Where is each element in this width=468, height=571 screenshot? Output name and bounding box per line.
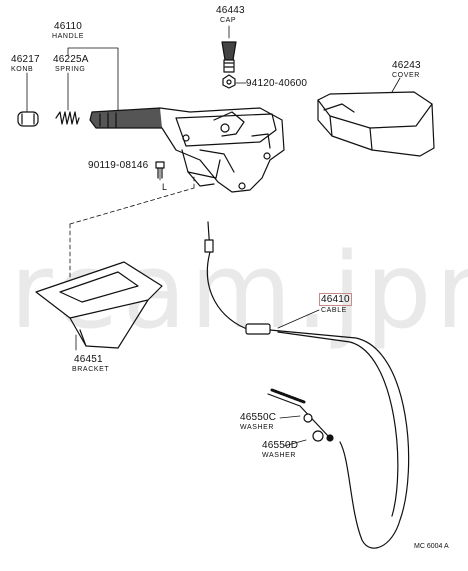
- bolt-drawing: [155, 161, 165, 179]
- label-46217-num: 46217: [11, 54, 40, 65]
- label-46217-name: KONB: [11, 66, 34, 73]
- projection-lines: [69, 175, 195, 286]
- knob-drawing: [17, 111, 39, 127]
- label-46443-name: CAP: [220, 17, 237, 24]
- diagram-code: MC 6004 A: [414, 543, 449, 550]
- bracket-drawing: [35, 261, 163, 349]
- label-46451-name: BRACKET: [72, 366, 110, 373]
- label-46550D-name: WASHER: [262, 452, 297, 459]
- label-46410-highlight: 46410: [319, 293, 352, 306]
- label-46225A-name: SPRING: [55, 66, 86, 73]
- cable-drawing: [204, 221, 410, 549]
- cover-drawing: [317, 91, 435, 157]
- label-46550D-num: 46550D: [262, 440, 299, 451]
- label-46410-num: 46410: [319, 293, 352, 306]
- label-46410-name: CABLE: [321, 307, 347, 314]
- label-46110-name: HANDLE: [52, 33, 84, 40]
- label-90119-num: 90119-08146: [88, 160, 149, 171]
- callout-letter: L: [162, 182, 167, 192]
- leader-lines: [26, 25, 401, 447]
- label-46243-name: COVER: [392, 72, 420, 79]
- label-46443-num: 46443: [216, 5, 245, 16]
- label-46225A-num: 46225A: [53, 54, 89, 65]
- label-46243-num: 46243: [392, 60, 421, 71]
- cap-drawing: [221, 41, 237, 89]
- label-46451-num: 46451: [74, 354, 103, 365]
- label-46550C-num: 46550C: [240, 412, 277, 423]
- handle-assembly-drawing: [89, 107, 285, 193]
- label-46110-num: 46110: [54, 21, 83, 32]
- label-46550C-name: WASHER: [240, 424, 275, 431]
- spring-drawing: [55, 111, 80, 125]
- label-94120-num: 94120-40600: [246, 78, 308, 89]
